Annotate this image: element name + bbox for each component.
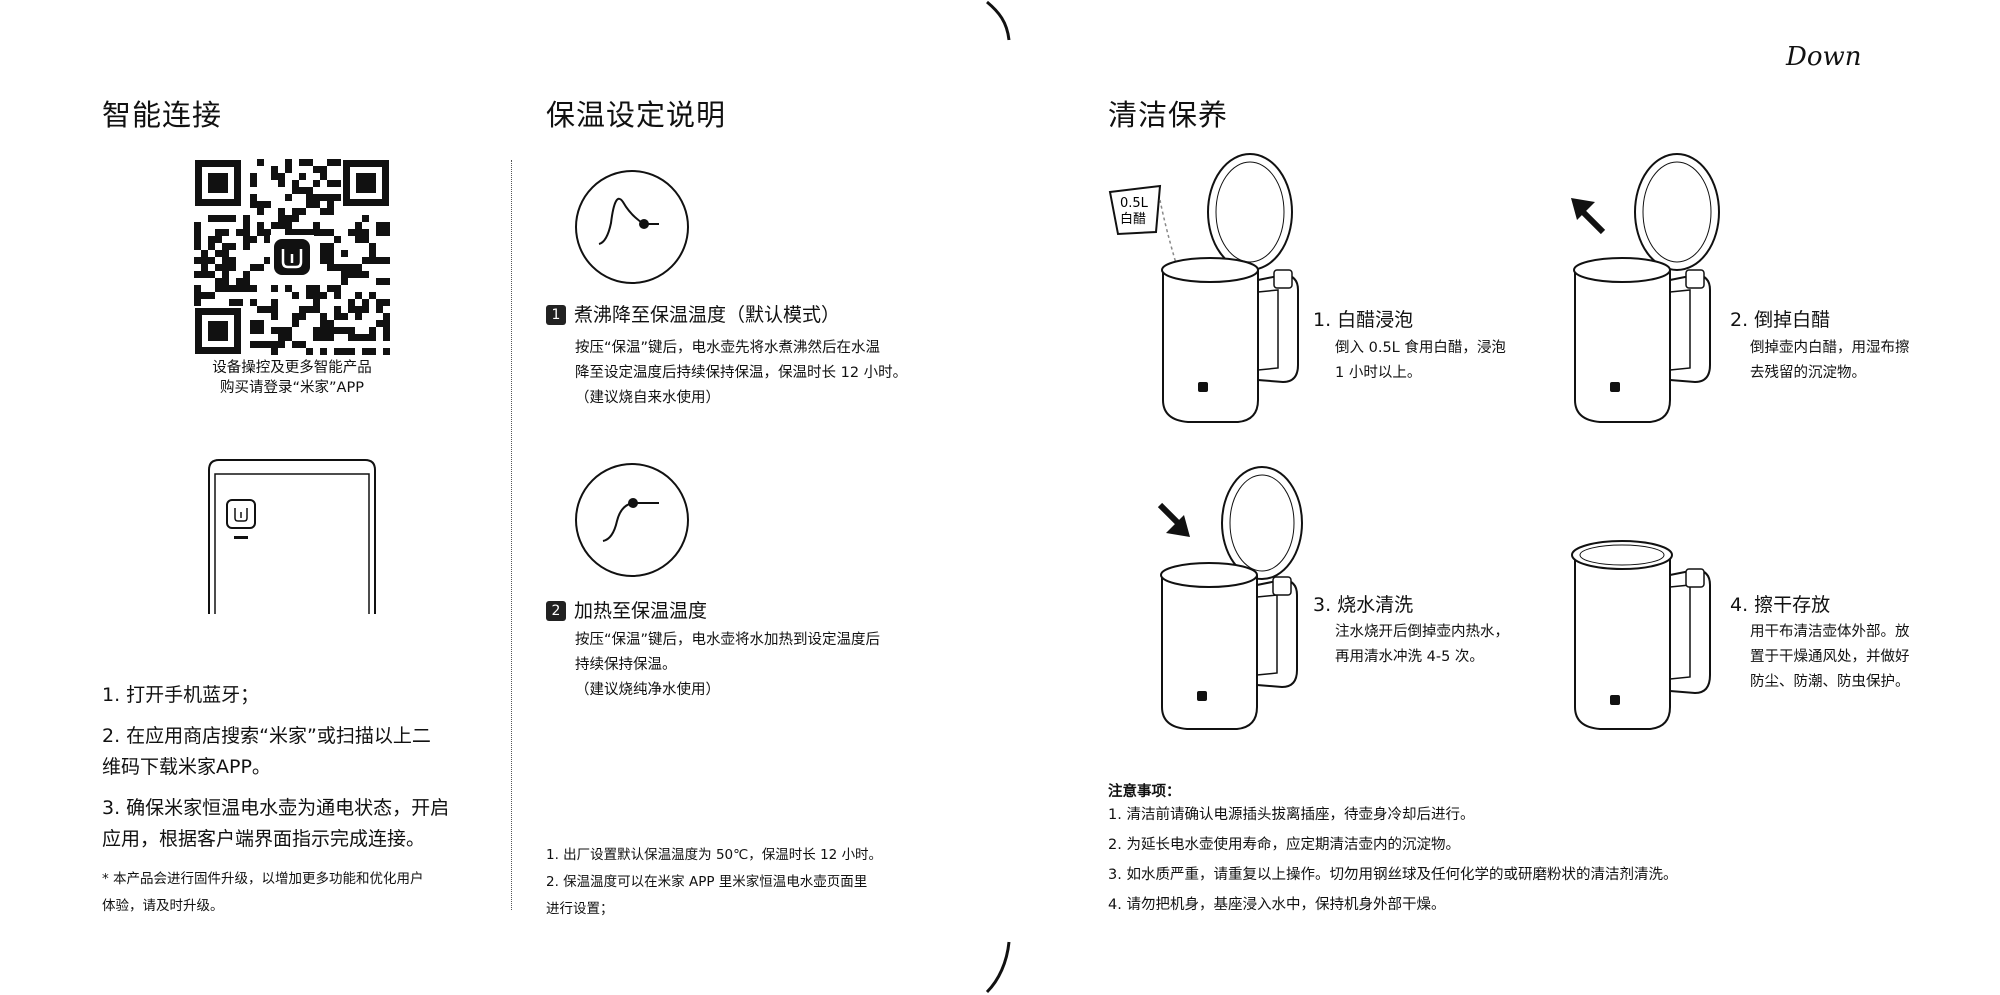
mode1-title: 1 煮沸降至保温温度（默认模式） (546, 300, 840, 327)
heat-to-warm-curve-icon (575, 463, 689, 577)
clean-step-1-title: 1. 白醋浸泡 (1313, 309, 1414, 331)
firmware-footnote: * 本产品会进行固件升级，以增加更多功能和优化用户 体验，请及时升级。 (102, 871, 424, 914)
clean-step-1-body: 倒入 0.5L 食用白醋，浸泡 1 小时以上。 (1335, 340, 1506, 381)
caution-list: 1. 清洁前请确认电源插头拔离插座，待壶身冷却后进行。 2. 为延长电水壶使用寿… (1108, 800, 1968, 920)
column-divider (511, 160, 512, 910)
cleaning-title: 清洁保养 (1108, 98, 1229, 132)
cup-label-vinegar: 白醋 (1120, 211, 1146, 227)
caution-item: 1. 清洁前请确认电源插头拔离插座，待壶身冷却后进行。 (1108, 807, 1475, 823)
qr-code[interactable] (193, 158, 391, 356)
clean-step-4-body: 用干布清洁壶体外部。放 置于干燥通风处，并做好 防尘、防潮、防虫保护。 (1750, 624, 1910, 690)
handwritten-signature: Down (1786, 42, 1862, 72)
connect-step-2: 2. 在应用商店搜索“米家”或扫描以上二 维码下载米家APP。 (102, 725, 431, 778)
smart-connect-title: 智能连接 (102, 98, 223, 132)
connect-step-3: 3. 确保米家恒温电水壶为通电状态，开启 应用，根据客户端界面指示完成连接。 (102, 797, 450, 850)
kettle-illustration-soak: 0.5L 白醋 (1108, 153, 1299, 423)
clean-step-3-body: 注水烧开后倒掉壶内热水， 再用清水冲洗 4-5 次。 (1335, 624, 1509, 665)
caution-title: 注意事项： (1108, 784, 1181, 800)
caution-item: 2. 为延长电水壶使用寿命，应定期清洁壶内的沉淀物。 (1108, 837, 1460, 853)
kettle-illustration-pour (1571, 153, 1720, 423)
connect-steps: 1. 打开手机蓝牙； 2. 在应用商店搜索“米家”或扫描以上二 维码下载米家AP… (102, 680, 482, 865)
qr-caption: 设备操控及更多智能产品 购买请登录“米家”APP (212, 360, 372, 396)
clean-step-2-body: 倒掉壶内白醋，用湿布擦 去残留的沉淀物。 (1750, 340, 1910, 381)
fold-mark-top (986, 0, 1011, 41)
caution-item: 3. 如水质严重，请重复以上操作。切勿用钢丝球及任何化学的或研磨粉状的清洁剂清洗… (1108, 867, 1678, 883)
mode1-title-text: 煮沸降至保温温度（默认模式） (574, 304, 841, 326)
mode2-description: 按压“保温”键后，电水壶将水加热到设定温度后 持续保持保温。 （建议烧纯净水使用… (575, 632, 881, 698)
connect-step-1: 1. 打开手机蓝牙； (102, 684, 260, 706)
mode2-title: 2 加热至保温温度 (546, 596, 707, 623)
mode1-description: 按压“保温”键后，电水壶先将水煮沸然后在水温 降至设定温度后持续保持保温，保温时… (575, 340, 908, 406)
kettle-illustration-boil (1157, 466, 1303, 730)
keep-warm-title: 保温设定说明 (546, 98, 727, 132)
clean-step-4-title: 4. 擦干存放 (1730, 594, 1831, 616)
kettle-illustration-dry (1571, 540, 1711, 730)
clean-step-3-title: 3. 烧水清洗 (1313, 594, 1414, 616)
caution-item: 4. 请勿把机身，基座浸入水中，保持机身外部干燥。 (1108, 897, 1446, 913)
mode2-title-text: 加热至保温温度 (574, 600, 708, 622)
fold-mark-bottom (985, 941, 1011, 994)
mode2-number-badge: 2 (546, 601, 566, 621)
clean-step-2-title: 2. 倒掉白醋 (1730, 309, 1831, 331)
cup-label-volume: 0.5L (1120, 196, 1149, 211)
keep-warm-notes: 1. 出厂设置默认保温温度为 50℃，保温时长 12 小时。 2. 保温温度可以… (546, 847, 883, 917)
phone-illustration (208, 459, 376, 614)
mode1-number-badge: 1 (546, 305, 566, 325)
boil-then-cool-curve-icon (575, 170, 689, 284)
